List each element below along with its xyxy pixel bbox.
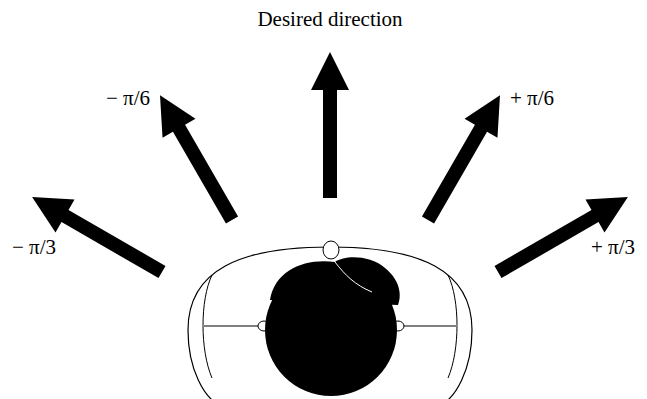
angle-label: + π/6: [510, 87, 554, 110]
arrow-right-60: [489, 181, 638, 289]
hair: [270, 257, 400, 305]
body-outline: [188, 247, 472, 399]
angle-label: − π/6: [106, 87, 150, 110]
hair-parting: [335, 262, 372, 292]
left-shoulder-line: [204, 326, 262, 327]
angle-label: − π/3: [12, 236, 56, 259]
right-shoulder-line: [398, 326, 456, 327]
arrow-left-60: [23, 181, 172, 289]
direction-arrows: [23, 52, 638, 288]
arrow-center: [311, 52, 349, 198]
angle-label: + π/3: [591, 236, 635, 259]
nose: [323, 241, 339, 259]
arrow-right-30: [412, 86, 517, 230]
arrow-left-30: [144, 86, 249, 230]
direction-title: Desired direction: [257, 8, 402, 31]
